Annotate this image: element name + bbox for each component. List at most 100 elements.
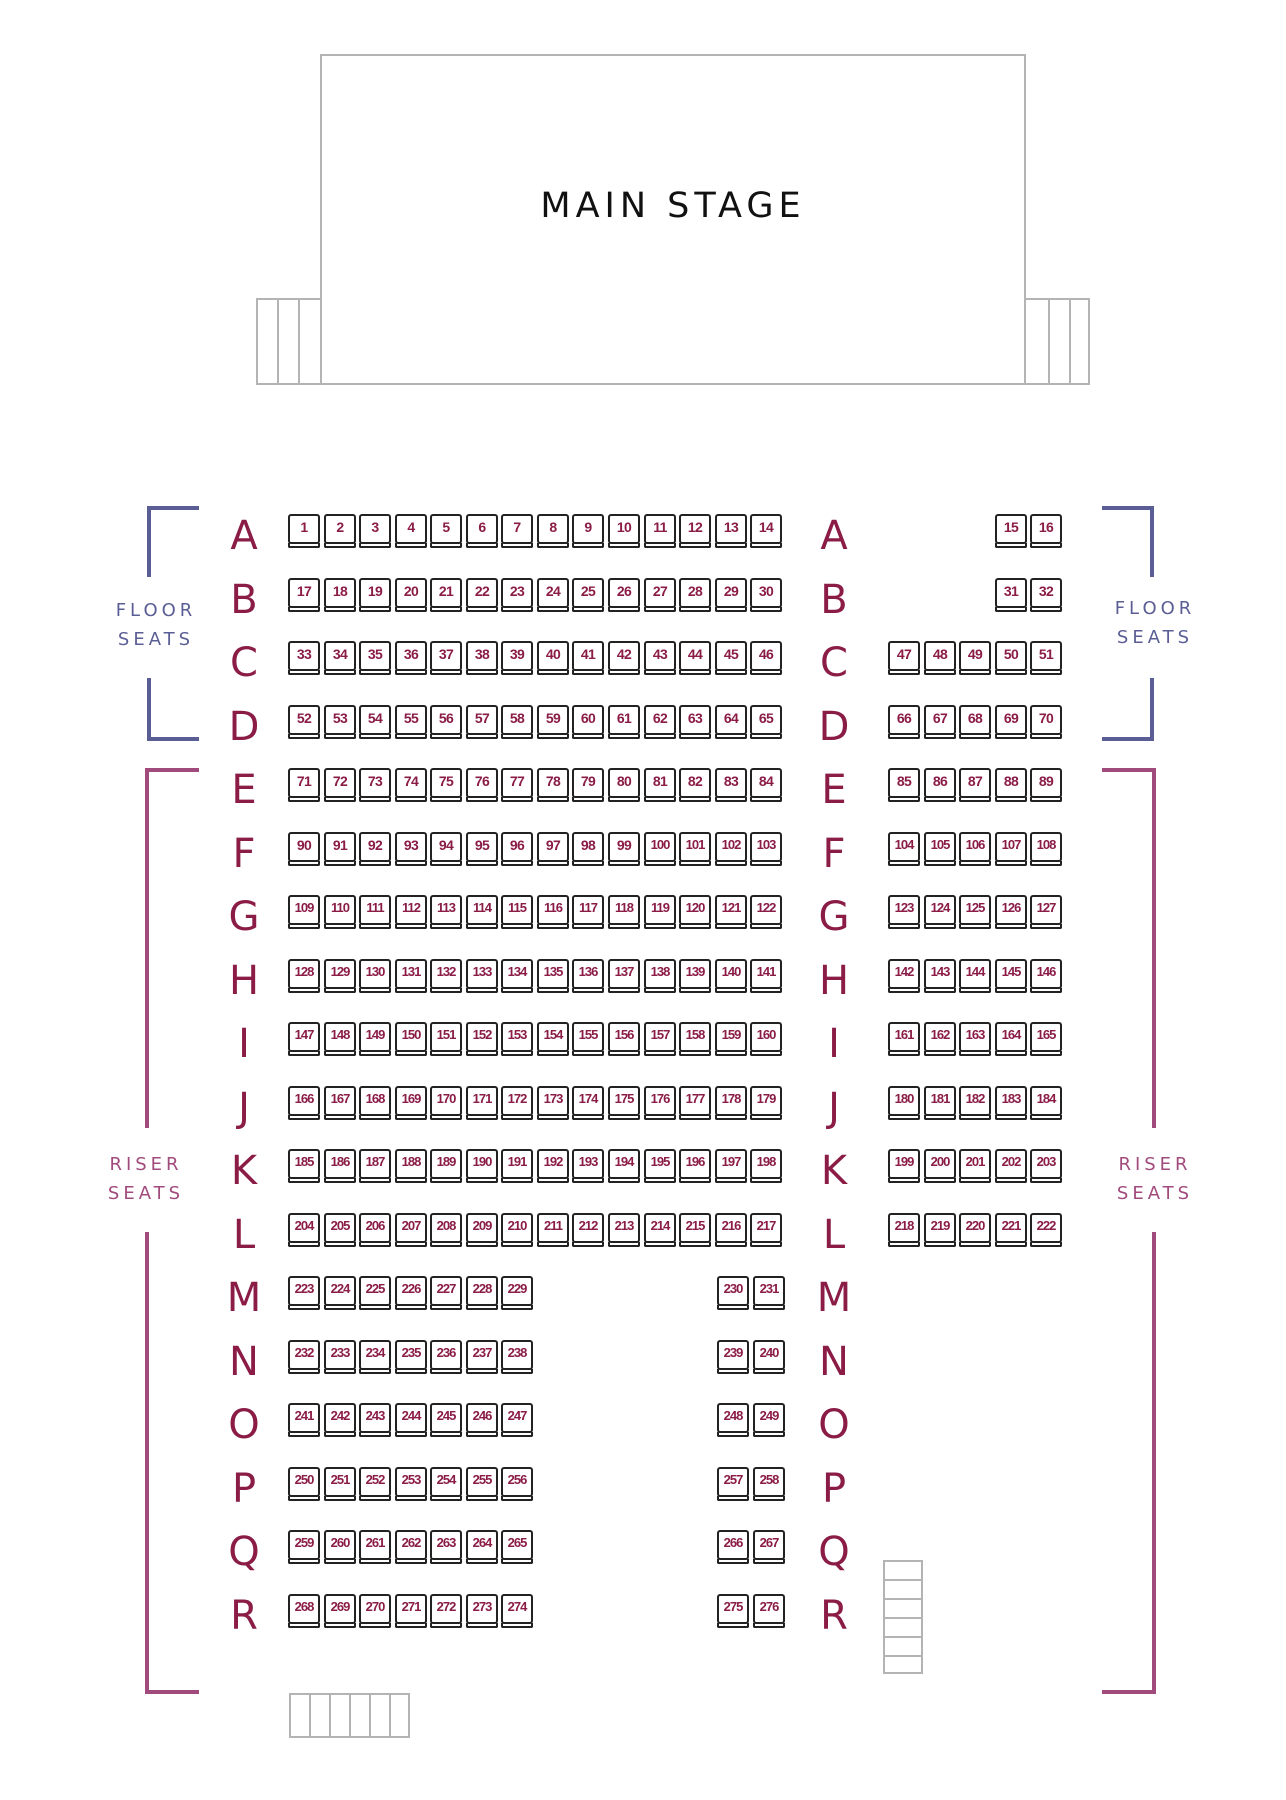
seat-59[interactable]: 59 [537, 705, 569, 739]
seat-257[interactable]: 257 [717, 1467, 749, 1501]
seat-37[interactable]: 37 [430, 641, 462, 675]
seat-113[interactable]: 113 [430, 895, 462, 929]
seat-239[interactable]: 239 [717, 1340, 749, 1374]
seat-117[interactable]: 117 [572, 895, 604, 929]
seat-176[interactable]: 176 [644, 1086, 676, 1120]
seat-194[interactable]: 194 [608, 1149, 640, 1183]
seat-62[interactable]: 62 [644, 705, 676, 739]
seat-166[interactable]: 166 [288, 1086, 320, 1120]
seat-96[interactable]: 96 [501, 832, 533, 866]
seat-269[interactable]: 269 [324, 1594, 356, 1628]
seat-208[interactable]: 208 [430, 1213, 462, 1247]
seat-19[interactable]: 19 [359, 578, 391, 612]
seat-88[interactable]: 88 [995, 768, 1027, 802]
seat-187[interactable]: 187 [359, 1149, 391, 1183]
seat-155[interactable]: 155 [572, 1022, 604, 1056]
seat-125[interactable]: 125 [959, 895, 991, 929]
seat-255[interactable]: 255 [466, 1467, 498, 1501]
seat-70[interactable]: 70 [1030, 705, 1062, 739]
seat-243[interactable]: 243 [359, 1403, 391, 1437]
seat-147[interactable]: 147 [288, 1022, 320, 1056]
seat-131[interactable]: 131 [395, 959, 427, 993]
seat-249[interactable]: 249 [753, 1403, 785, 1437]
seat-174[interactable]: 174 [572, 1086, 604, 1120]
seat-106[interactable]: 106 [959, 832, 991, 866]
seat-203[interactable]: 203 [1030, 1149, 1062, 1183]
seat-227[interactable]: 227 [430, 1276, 462, 1310]
seat-132[interactable]: 132 [430, 959, 462, 993]
seat-86[interactable]: 86 [924, 768, 956, 802]
seat-79[interactable]: 79 [572, 768, 604, 802]
seat-248[interactable]: 248 [717, 1403, 749, 1437]
seat-73[interactable]: 73 [359, 768, 391, 802]
seat-245[interactable]: 245 [430, 1403, 462, 1437]
seat-241[interactable]: 241 [288, 1403, 320, 1437]
seat-48[interactable]: 48 [924, 641, 956, 675]
seat-91[interactable]: 91 [324, 832, 356, 866]
seat-99[interactable]: 99 [608, 832, 640, 866]
seat-144[interactable]: 144 [959, 959, 991, 993]
seat-36[interactable]: 36 [395, 641, 427, 675]
seat-21[interactable]: 21 [430, 578, 462, 612]
seat-188[interactable]: 188 [395, 1149, 427, 1183]
seat-50[interactable]: 50 [995, 641, 1027, 675]
seat-198[interactable]: 198 [750, 1149, 782, 1183]
seat-76[interactable]: 76 [466, 768, 498, 802]
seat-244[interactable]: 244 [395, 1403, 427, 1437]
seat-136[interactable]: 136 [572, 959, 604, 993]
seat-120[interactable]: 120 [679, 895, 711, 929]
seat-32[interactable]: 32 [1030, 578, 1062, 612]
seat-80[interactable]: 80 [608, 768, 640, 802]
seat-97[interactable]: 97 [537, 832, 569, 866]
seat-228[interactable]: 228 [466, 1276, 498, 1310]
seat-105[interactable]: 105 [924, 832, 956, 866]
seat-164[interactable]: 164 [995, 1022, 1027, 1056]
seat-204[interactable]: 204 [288, 1213, 320, 1247]
seat-108[interactable]: 108 [1030, 832, 1062, 866]
seat-7[interactable]: 7 [501, 514, 533, 548]
seat-159[interactable]: 159 [715, 1022, 747, 1056]
seat-236[interactable]: 236 [430, 1340, 462, 1374]
seat-15[interactable]: 15 [995, 514, 1027, 548]
seat-51[interactable]: 51 [1030, 641, 1062, 675]
seat-242[interactable]: 242 [324, 1403, 356, 1437]
seat-119[interactable]: 119 [644, 895, 676, 929]
seat-38[interactable]: 38 [466, 641, 498, 675]
seat-191[interactable]: 191 [501, 1149, 533, 1183]
seat-170[interactable]: 170 [430, 1086, 462, 1120]
seat-161[interactable]: 161 [888, 1022, 920, 1056]
seat-256[interactable]: 256 [501, 1467, 533, 1501]
seat-138[interactable]: 138 [644, 959, 676, 993]
seat-273[interactable]: 273 [466, 1594, 498, 1628]
seat-267[interactable]: 267 [753, 1530, 785, 1564]
seat-102[interactable]: 102 [715, 832, 747, 866]
seat-262[interactable]: 262 [395, 1530, 427, 1564]
seat-84[interactable]: 84 [750, 768, 782, 802]
seat-207[interactable]: 207 [395, 1213, 427, 1247]
seat-126[interactable]: 126 [995, 895, 1027, 929]
seat-78[interactable]: 78 [537, 768, 569, 802]
seat-185[interactable]: 185 [288, 1149, 320, 1183]
seat-178[interactable]: 178 [715, 1086, 747, 1120]
seat-133[interactable]: 133 [466, 959, 498, 993]
seat-43[interactable]: 43 [644, 641, 676, 675]
seat-219[interactable]: 219 [924, 1213, 956, 1247]
seat-276[interactable]: 276 [753, 1594, 785, 1628]
seat-180[interactable]: 180 [888, 1086, 920, 1120]
seat-265[interactable]: 265 [501, 1530, 533, 1564]
seat-274[interactable]: 274 [501, 1594, 533, 1628]
seat-229[interactable]: 229 [501, 1276, 533, 1310]
seat-190[interactable]: 190 [466, 1149, 498, 1183]
seat-189[interactable]: 189 [430, 1149, 462, 1183]
seat-235[interactable]: 235 [395, 1340, 427, 1374]
seat-68[interactable]: 68 [959, 705, 991, 739]
seat-168[interactable]: 168 [359, 1086, 391, 1120]
seat-129[interactable]: 129 [324, 959, 356, 993]
seat-39[interactable]: 39 [501, 641, 533, 675]
seat-77[interactable]: 77 [501, 768, 533, 802]
seat-154[interactable]: 154 [537, 1022, 569, 1056]
seat-92[interactable]: 92 [359, 832, 391, 866]
seat-66[interactable]: 66 [888, 705, 920, 739]
seat-196[interactable]: 196 [679, 1149, 711, 1183]
seat-253[interactable]: 253 [395, 1467, 427, 1501]
